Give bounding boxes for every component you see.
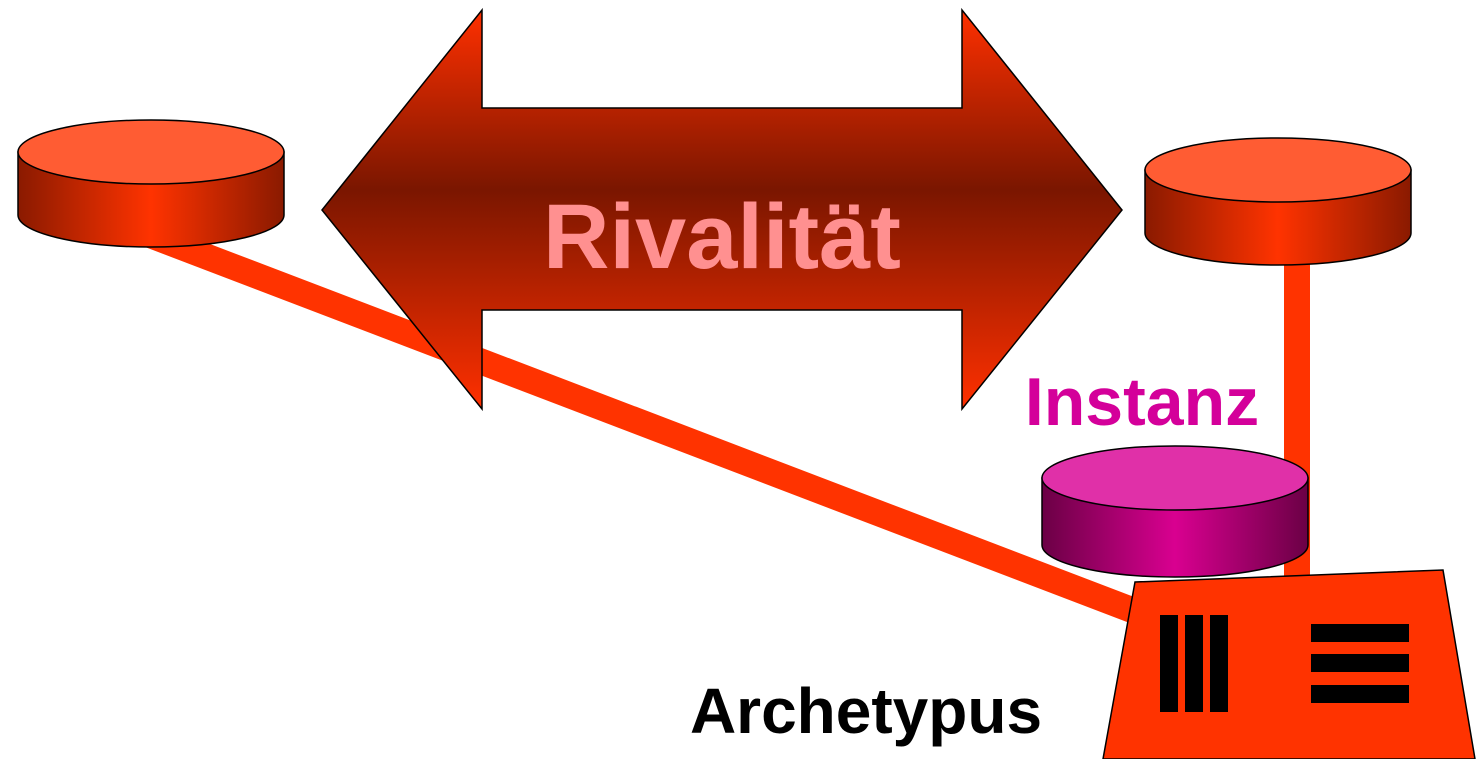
archetype-symbol-vertical-bars	[1160, 615, 1228, 712]
connector-left-disc-to-archetype	[145, 222, 1150, 628]
arrow-label: Rivalität	[543, 186, 901, 288]
left-disc	[17, 119, 285, 248]
instance-disc	[1041, 445, 1309, 578]
instance-label: Instanz	[1025, 364, 1259, 440]
right-disc	[1144, 137, 1412, 266]
archetype-block	[1102, 569, 1476, 759]
archetype-label: Archetypus	[690, 675, 1042, 747]
archetype-symbol-horizontal-bars	[1311, 624, 1409, 703]
double-arrow	[321, 7, 1123, 412]
